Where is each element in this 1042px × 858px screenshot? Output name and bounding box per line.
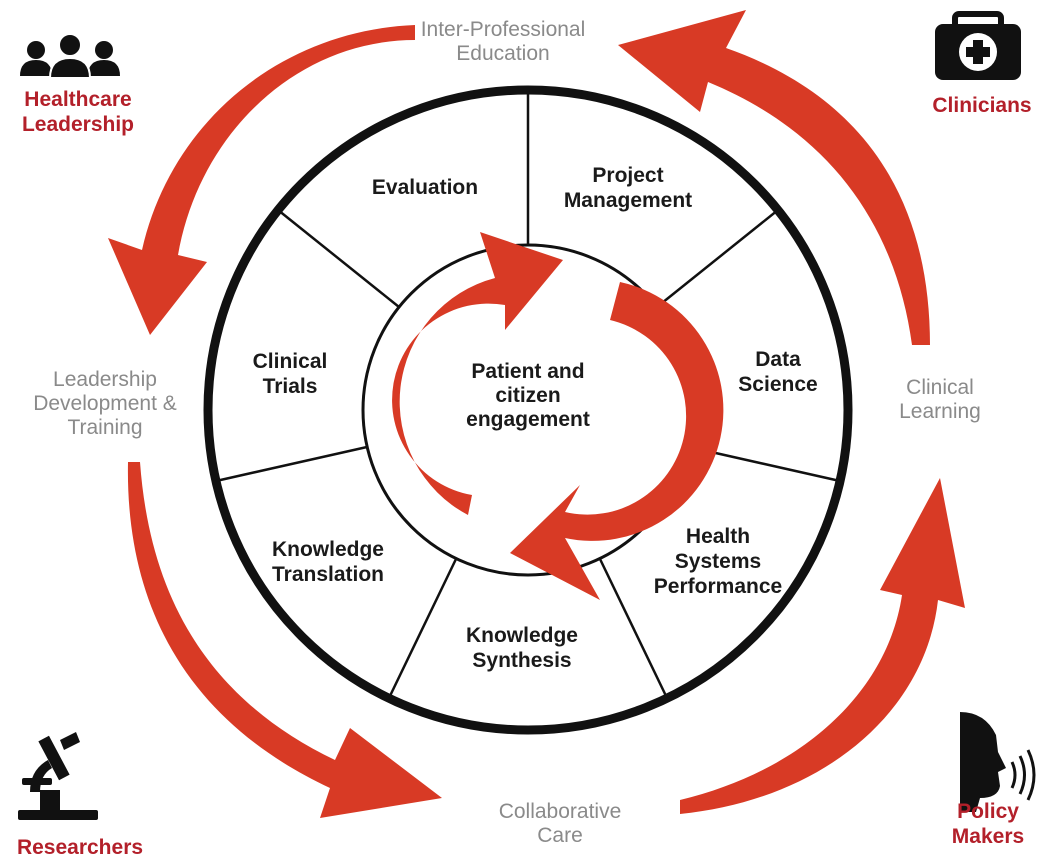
flow-label-bottom-line1: Collaborative: [499, 800, 622, 823]
flow-label-bottom-line2: Care: [537, 824, 583, 847]
segment-clinical-trials-line2: Trials: [263, 375, 318, 398]
flow-label-top-line1: Inter-Professional: [421, 18, 586, 41]
stakeholder-healthcare-leadership: Healthcare Leadership: [20, 33, 134, 136]
arrow-leadership-to-collaborative: [127, 462, 442, 818]
stakeholder-researchers-line1: Researchers: [17, 836, 143, 858]
segment-knowledge-translation-line2: Translation: [272, 563, 384, 586]
inner-cycle-arrows: [392, 232, 724, 600]
center-line3: engagement: [466, 408, 590, 431]
center-line1: Patient and: [471, 360, 584, 383]
arrow-collaborative-to-clinical: [680, 478, 965, 814]
segment-data-science-line2: Science: [738, 373, 817, 396]
spoke-upper-right: [656, 209, 779, 308]
arrow-education-to-leadership: [108, 25, 415, 335]
arrow-clinical-to-education: [618, 10, 930, 345]
segment-clinical-trials-line1: Clinical: [253, 350, 328, 373]
center-line2: citizen: [495, 384, 560, 407]
inner-arrow-upper: [392, 232, 563, 515]
flow-label-top-line2: Education: [456, 42, 549, 65]
stakeholder-healthcare-leadership-line2: Leadership: [22, 113, 134, 136]
center-label: Patient and citizen engagement: [466, 360, 590, 431]
inner-arrow-lower: [510, 282, 724, 600]
spoke-lower-right: [598, 558, 669, 699]
microscope-icon: [18, 732, 98, 820]
segment-project-management-line2: Management: [564, 189, 692, 212]
group-of-people-icon: [20, 33, 120, 79]
segment-labels: Evaluation Project Management Data Scien…: [253, 164, 818, 672]
segment-health-systems-line1: Health: [686, 525, 750, 548]
segment-evaluation-line1: Evaluation: [372, 176, 478, 199]
stakeholder-researchers: Researchers: [17, 732, 143, 858]
stakeholder-healthcare-leadership-line1: Healthcare: [24, 88, 131, 111]
segment-data-science-line1: Data: [755, 348, 801, 371]
flow-label-left-line1: Leadership: [53, 368, 157, 391]
flow-label-right-line2: Learning: [899, 400, 981, 423]
medical-kit-icon: [935, 11, 1021, 80]
stakeholder-clinicians: Clinicians: [932, 11, 1032, 117]
outer-flow-labels: Inter-Professional Education Leadership …: [33, 18, 981, 847]
stakeholder-policy-makers-line1: Policy: [957, 800, 1019, 823]
segment-knowledge-synthesis-line1: Knowledge: [466, 624, 578, 647]
stakeholder-clinicians-line1: Clinicians: [932, 94, 1031, 117]
spoke-lower-left: [387, 558, 458, 699]
stakeholder-policy-makers-line2: Makers: [952, 825, 1024, 848]
speaking-head-icon: [960, 712, 1036, 812]
segment-project-management-line1: Project: [592, 164, 663, 187]
spoke-left: [215, 445, 368, 483]
segment-health-systems-line3: Performance: [654, 575, 782, 598]
segment-knowledge-translation-line1: Knowledge: [272, 538, 384, 561]
stakeholder-policy-makers: Policy Makers: [952, 712, 1036, 848]
flow-label-left-line3: Training: [67, 416, 142, 439]
spoke-upper-left: [277, 209, 400, 308]
segment-health-systems-line2: Systems: [675, 550, 761, 573]
segment-knowledge-synthesis-line2: Synthesis: [472, 649, 571, 672]
flow-label-left-line2: Development &: [33, 392, 177, 415]
outer-flow-arrows: [108, 10, 965, 818]
flow-label-right-line1: Clinical: [906, 376, 974, 399]
